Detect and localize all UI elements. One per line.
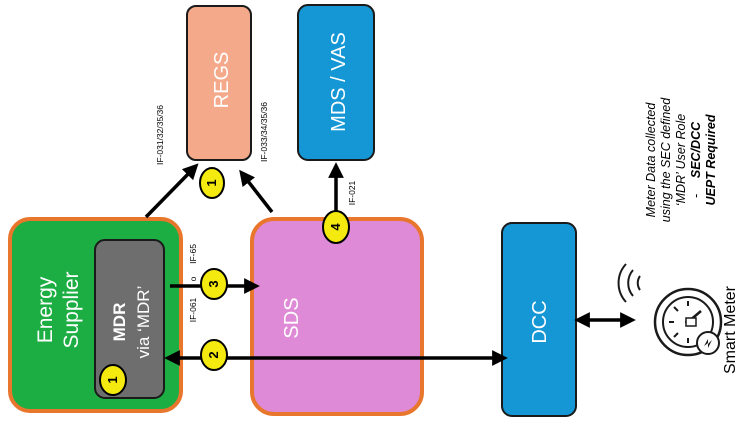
badge-1-mdr: 1	[99, 364, 127, 396]
smart-meter-label: Smart Meter	[722, 285, 739, 374]
badge-2-dcc: 2	[200, 339, 228, 371]
mdr-box[interactable]: MDR via ‘MDR’	[94, 239, 165, 399]
interface-label-mds: IF-021	[347, 180, 357, 205]
arrow-supplier-to-regs	[144, 163, 199, 219]
interface-label-regs-left: IF-031/32/35/36	[155, 105, 165, 165]
note-line-5: UEPT Required	[704, 114, 718, 205]
arrow-sds-to-regs	[239, 169, 274, 214]
badge-1-regs: 1	[199, 167, 225, 199]
interface-label-sds-top: IF-65	[188, 244, 198, 264]
mds-vas-label: MDS / VAS	[328, 32, 350, 132]
dcc-box[interactable]: DCC	[501, 222, 577, 417]
note-line-4-dash: -	[689, 194, 703, 198]
note-line-1: Meter Data collected	[644, 102, 658, 218]
regs-label: REGS	[211, 52, 233, 109]
svg-text:4: 4	[328, 223, 343, 231]
note-line-3: ‘MDR’ User Role	[674, 114, 688, 206]
smart-meter-icon	[617, 263, 723, 357]
badge-3-sds: 3	[200, 268, 228, 300]
interface-label-sds-bottom: IF-061	[188, 297, 198, 322]
mdr-label-line1: MDR	[110, 303, 129, 342]
svg-text:2: 2	[206, 351, 221, 358]
svg-text:1: 1	[204, 179, 219, 186]
interface-label-regs-right: IF-033/34/35/36	[259, 102, 269, 162]
regs-box[interactable]: REGS	[186, 5, 252, 161]
badge-4-mds: 4	[322, 210, 350, 244]
svg-text:1: 1	[105, 376, 120, 383]
svg-text:3: 3	[206, 280, 221, 287]
sds-label: SDS	[281, 297, 303, 338]
interface-label-sds-connector: o	[188, 276, 198, 281]
energy-supplier-label-line2: Supplier	[60, 271, 83, 348]
mds-vas-box[interactable]: MDS / VAS	[297, 4, 375, 161]
energy-supplier-label-line1: Energy	[34, 276, 57, 343]
mdr-label-line2: via ‘MDR’	[134, 286, 153, 359]
meter-data-note: Meter Data collected using the SEC defin…	[644, 97, 718, 222]
note-line-4: SEC/DCC	[689, 121, 703, 178]
note-line-2: using the SEC defined	[659, 97, 673, 222]
sds-box[interactable]: SDS	[250, 217, 424, 416]
dcc-label: DCC	[529, 300, 551, 343]
